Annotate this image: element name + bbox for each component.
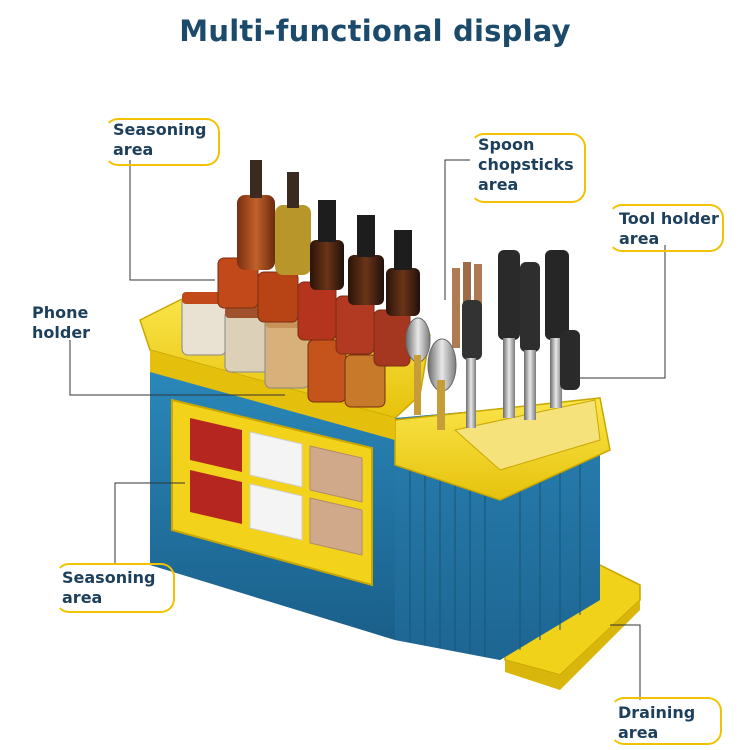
phone-holder-line1: Phone (32, 303, 89, 322)
tool-holder-line2: area (619, 229, 660, 248)
draining-bubble (610, 697, 722, 745)
drawer-panel (171, 398, 373, 587)
seasoning-area-top-line1: Seasoning (113, 120, 207, 139)
phone-holder-label: Phone holder (32, 303, 90, 343)
seasoning-area-bottom-line2: area (62, 588, 103, 607)
tool-holder-area-label: Tool holder area (619, 209, 719, 249)
seasoning-area-top-label: Seasoning area (113, 120, 206, 160)
seasoning-bottom-bubble (55, 563, 175, 613)
seasoning-area-top-line2: area (113, 140, 154, 159)
spice-jars (181, 257, 411, 408)
spoon-bubble (470, 133, 586, 203)
bottles (237, 160, 420, 316)
spoon-chopsticks-area-label: Spoon chopsticks area (478, 135, 574, 195)
spoon-line2: chopsticks (478, 155, 574, 174)
tool-holder-bubble (608, 204, 724, 252)
spoon-line1: Spoon (478, 135, 535, 154)
tool-holder-line1: Tool holder (619, 209, 719, 228)
seasoning-area-bottom-line1: Seasoning (62, 568, 156, 587)
seasoning-area-bottom-label: Seasoning area (62, 568, 155, 608)
draining-line1: Draining (618, 703, 696, 722)
leader-lines (69, 159, 666, 700)
knives (462, 250, 580, 428)
draining-area-label: Draining area (618, 703, 695, 743)
phone-holder-line2: holder (32, 323, 91, 342)
page-title: Multi-functional display (179, 14, 571, 48)
seasoning-top-bubble (104, 118, 220, 166)
draining-line2: area (618, 723, 659, 742)
spoon-line3: area (478, 175, 519, 194)
